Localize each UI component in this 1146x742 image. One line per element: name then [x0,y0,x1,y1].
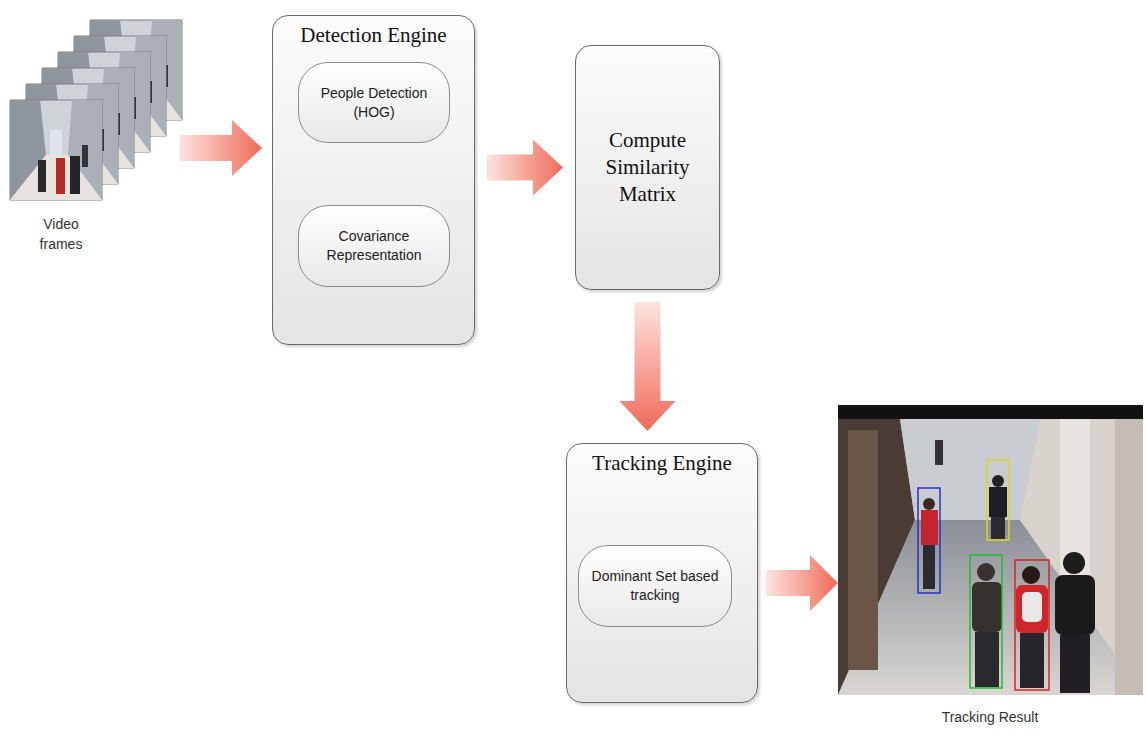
engine-box: Tracking EngineDominant Set based tracki… [566,443,758,703]
box-heading: Detection Engine [273,16,474,49]
flow-arrow [487,140,563,196]
process-box: Compute Similarity Matrix [575,45,720,290]
image-caption: Tracking Result [890,707,1090,727]
box-heading: Tracking Engine [567,444,757,477]
tracking-result-image [838,405,1143,695]
image-caption: Video frames [25,214,97,255]
flow-arrow [620,302,676,431]
flow-arrow [766,555,838,611]
video-frames-stack [10,20,182,200]
box-label: Dominant Set based tracking [589,567,721,605]
flow-arrow [180,120,262,176]
box-label: Compute Similarity Matrix [586,127,709,209]
process-pill: People Detection (HOG) [298,62,450,143]
process-pill: Covariance Representation [298,205,450,287]
box-label: People Detection (HOG) [309,84,439,122]
engine-box: Detection EnginePeople Detection (HOG) Co… [272,15,475,345]
process-pill: Dominant Set based tracking [578,545,732,627]
box-label: Covariance Representation [309,227,439,265]
